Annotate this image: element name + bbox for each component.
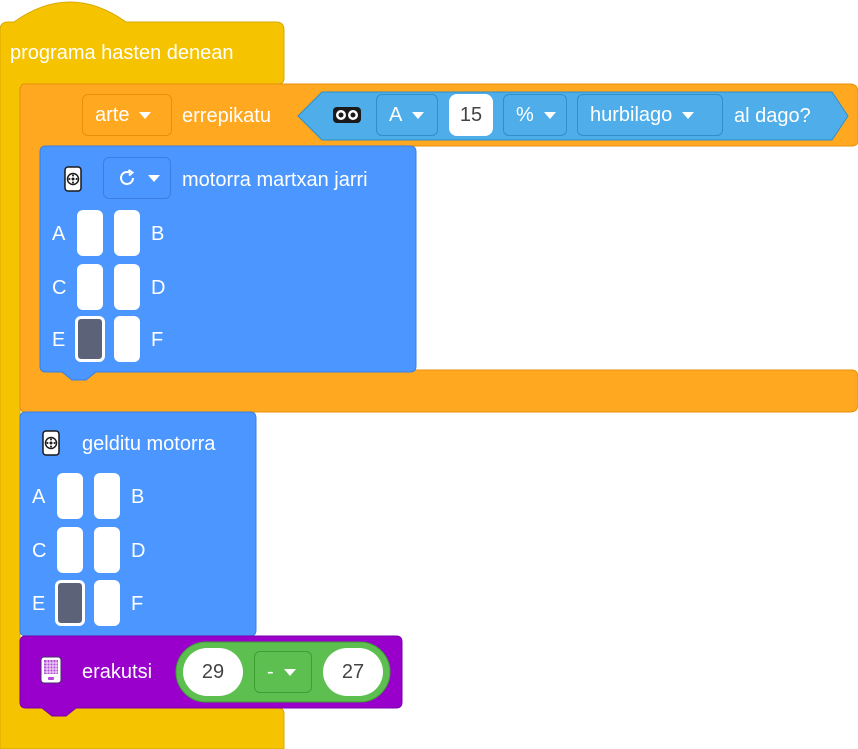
port-b-toggle[interactable]: [94, 473, 120, 519]
distance-sensor-icon: [332, 104, 362, 126]
port-c-toggle[interactable]: [57, 527, 83, 573]
clockwise-arrow-icon: [116, 167, 138, 189]
sensor-unit-dropdown[interactable]: %: [503, 94, 567, 136]
chevron-down-icon: [283, 668, 296, 676]
chevron-down-icon: [682, 111, 695, 119]
port-d-toggle[interactable]: [94, 527, 120, 573]
display-matrix-icon: [40, 656, 62, 684]
port-label-f: F: [151, 329, 164, 351]
sensor-suffix-label: al dago?: [734, 105, 811, 127]
chevron-down-icon: [412, 111, 425, 119]
sensor-port-dropdown[interactable]: A: [376, 94, 438, 136]
motor-icon: [64, 166, 82, 192]
comparison-value: hurbilago: [590, 103, 673, 126]
display-label: erakutsi: [82, 661, 153, 683]
repeat-mode-value: arte: [95, 103, 130, 126]
port-label-d: D: [151, 277, 166, 299]
port-label-e: E: [52, 329, 66, 351]
motor-stop-label: gelditu motorra: [82, 433, 216, 455]
port-label-f: F: [131, 593, 144, 615]
port-a-toggle[interactable]: [77, 210, 103, 256]
sensor-unit-value: %: [516, 103, 534, 126]
distance-value-input[interactable]: 15: [449, 94, 493, 136]
operand2-input[interactable]: 27: [323, 648, 383, 696]
port-label-a: A: [52, 223, 66, 245]
motor-direction-dropdown[interactable]: [103, 157, 171, 199]
port-e-toggle[interactable]: [55, 580, 85, 626]
event-label: programa hasten denean: [10, 42, 234, 64]
sensor-port-value: A: [389, 103, 403, 126]
chevron-down-icon: [148, 174, 160, 182]
port-f-toggle[interactable]: [114, 316, 140, 362]
port-label-c: C: [52, 277, 67, 299]
motor-start-label: motorra martxan jarri: [182, 169, 368, 191]
port-a-toggle[interactable]: [57, 473, 83, 519]
port-label-d: D: [131, 540, 146, 562]
port-e-toggle[interactable]: [75, 316, 105, 362]
comparison-dropdown[interactable]: hurbilago: [577, 94, 723, 136]
port-c-toggle[interactable]: [77, 264, 103, 310]
chevron-down-icon: [139, 111, 152, 119]
motor-icon: [42, 430, 60, 456]
port-f-toggle[interactable]: [94, 580, 120, 626]
repeat-label: errepikatu: [182, 105, 271, 127]
operator-value: -: [267, 660, 274, 683]
operator-dropdown[interactable]: -: [254, 651, 312, 693]
port-label-c: C: [32, 540, 47, 562]
repeat-mode-dropdown[interactable]: arte: [82, 94, 172, 136]
operand1-input[interactable]: 29: [183, 648, 243, 696]
port-label-b: B: [131, 486, 145, 508]
port-d-toggle[interactable]: [114, 264, 140, 310]
port-b-toggle[interactable]: [114, 210, 140, 256]
port-label-e: E: [32, 593, 46, 615]
port-label-a: A: [32, 486, 46, 508]
chevron-down-icon: [543, 111, 556, 119]
port-label-b: B: [151, 223, 165, 245]
